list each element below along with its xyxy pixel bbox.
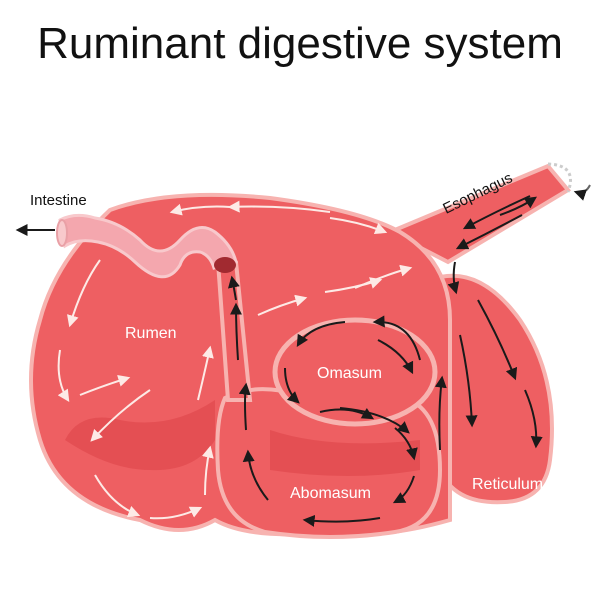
- diagram-title: Ruminant digestive system: [37, 19, 563, 68]
- rumen-flow-arrows: [57, 200, 413, 520]
- abomasum-shade: [270, 430, 420, 476]
- tube-arrow-up-2: [227, 275, 240, 301]
- flow-arrow-rumen-left-2: [57, 349, 70, 403]
- abomasum-arrow-3: [392, 475, 415, 504]
- flow-arrow-rumen-bottom: [94, 474, 141, 518]
- flow-arrow-rumen-left-1: [67, 259, 101, 328]
- flow-arrow-right-3: [354, 264, 413, 289]
- flow-arrow-top-2: [169, 203, 231, 216]
- esophagus-inflow-arrow: [573, 184, 591, 201]
- flow-arrow-rumen-base: [149, 506, 203, 520]
- tube-arrow-up-1: [230, 302, 243, 361]
- reticulum-arrow-up: [434, 375, 447, 451]
- abomasum-arrow-1: [339, 407, 410, 434]
- esophagus-arrow-down-2: [455, 214, 523, 250]
- omasum-arrow-4: [319, 407, 375, 420]
- flow-arrow-top-3: [329, 217, 388, 235]
- reticulum-arrow-1: [477, 299, 518, 381]
- esophagus-arrow-down-3: [447, 261, 460, 295]
- flow-arrow-rumen-mid: [79, 375, 131, 396]
- esophagus-tube: [385, 163, 572, 265]
- dark-flow-arrows: [227, 195, 543, 527]
- abomasum-arrow-2: [394, 427, 418, 461]
- omasum-arrow-2: [296, 321, 346, 348]
- intestine-opening: [214, 257, 236, 273]
- flow-arrow-top-1: [227, 200, 331, 213]
- abomasum-arrow-4: [302, 514, 381, 527]
- omasum-arrow-1: [372, 315, 421, 361]
- reticulum-arrow-3: [459, 334, 478, 428]
- flow-arrow-right-1: [257, 294, 308, 316]
- label-abomasum: Abomasum: [290, 485, 371, 502]
- abomasum-arrow-5: [242, 449, 269, 501]
- omasum-arrow-5: [377, 339, 414, 375]
- label-reticulum: Reticulum: [472, 476, 543, 493]
- esophagus-arrow-up: [499, 196, 537, 216]
- reticulum-arrow-2: [524, 389, 543, 449]
- flow-arrow-right-2: [324, 277, 383, 293]
- omasum-organ: [272, 317, 438, 427]
- label-omasum: Omasum: [317, 365, 382, 382]
- intestine-tube: [58, 213, 238, 279]
- intestine-end: [56, 219, 68, 247]
- esophagus-arrow-down-1: [462, 195, 531, 230]
- omasum-arrow-3: [284, 367, 300, 404]
- flow-arrow-rumen-lower: [90, 389, 151, 442]
- rumen-inner-shade: [65, 400, 215, 471]
- flow-arrow-rumen-up-1: [202, 445, 214, 496]
- abomasum-arrow-6: [238, 382, 251, 431]
- label-rumen: Rumen: [125, 325, 177, 342]
- label-intestine: Intestine: [30, 192, 87, 209]
- flow-arrow-rumen-up-2: [197, 345, 214, 401]
